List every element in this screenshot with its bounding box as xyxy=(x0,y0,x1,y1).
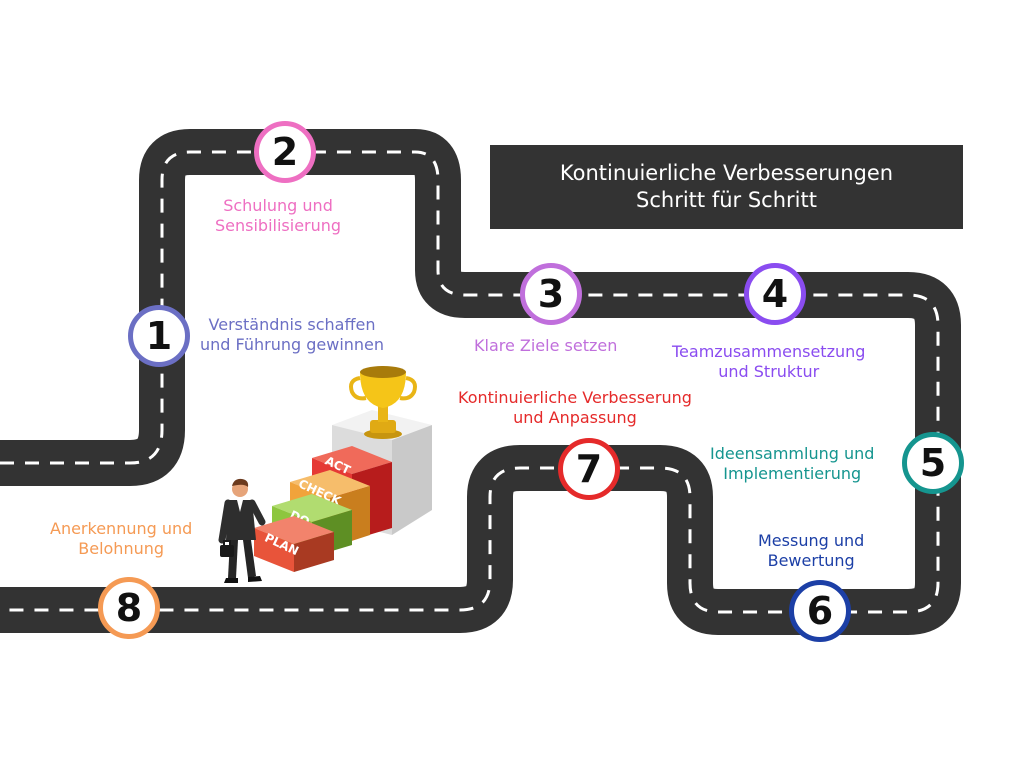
step-2-label: Schulung und Sensibilisierung xyxy=(215,196,341,236)
step-5-label: Ideensammlung und Implementierung xyxy=(710,444,874,484)
step-7-label-line-2: und Anpassung xyxy=(513,408,637,427)
title-box: Kontinuierliche Verbesserungen Schritt f… xyxy=(490,145,963,229)
step-2-marker: 2 xyxy=(254,121,316,183)
step-3-label-line-1: Klare Ziele setzen xyxy=(474,336,618,355)
step-7-number: 7 xyxy=(575,447,603,491)
step-4-label-line-1: Teamzusammensetzung xyxy=(672,342,866,361)
step-4-label-line-2: und Struktur xyxy=(718,362,820,381)
step-8-label-line-2: Belohnung xyxy=(78,539,165,558)
step-8-label: Anerkennung und Belohnung xyxy=(50,519,192,559)
step-4-label: Teamzusammensetzung und Struktur xyxy=(672,342,865,382)
step-2-label-line-1: Schulung und xyxy=(223,196,333,215)
step-4-number: 4 xyxy=(761,272,789,316)
step-1-number: 1 xyxy=(145,314,173,358)
step-6-marker: 6 xyxy=(789,580,851,642)
step-1-label-line-1: Verständnis schaffen xyxy=(208,315,376,334)
step-7-marker: 7 xyxy=(558,438,620,500)
step-6-label: Messung und Bewertung xyxy=(758,531,864,571)
step-3-marker: 3 xyxy=(520,263,582,325)
pdca-stairs: ACT CHECK DO PLAN xyxy=(254,446,392,572)
briefcase-icon xyxy=(220,540,234,557)
step-1-label-line-2: und Führung gewinnen xyxy=(200,335,385,354)
step-3-number: 3 xyxy=(537,272,565,316)
step-6-number: 6 xyxy=(806,589,834,633)
step-6-label-line-1: Messung und xyxy=(758,531,865,550)
step-7-label: Kontinuierliche Verbesserung und Anpassu… xyxy=(458,388,692,428)
step-5-label-line-1: Ideensammlung und xyxy=(710,444,875,463)
step-8-number: 8 xyxy=(115,586,143,630)
step-3-label: Klare Ziele setzen xyxy=(474,336,617,356)
step-4-marker: 4 xyxy=(744,263,806,325)
step-1-marker: 1 xyxy=(128,305,190,367)
businessman-icon xyxy=(218,478,266,583)
step-5-number: 5 xyxy=(919,441,947,485)
title-line-2: Schritt für Schritt xyxy=(636,188,817,212)
step-8-marker: 8 xyxy=(98,577,160,639)
trophy-icon xyxy=(349,366,417,439)
step-8-label-line-1: Anerkennung und xyxy=(50,519,193,538)
step-5-marker: 5 xyxy=(902,432,964,494)
step-2-label-line-2: Sensibilisierung xyxy=(215,216,342,235)
step-6-label-line-2: Bewertung xyxy=(767,551,855,570)
step-7-label-line-1: Kontinuierliche Verbesserung xyxy=(458,388,692,407)
road-dashes xyxy=(0,150,940,614)
step-1-label: Verständnis schaffen und Führung gewinne… xyxy=(200,315,384,355)
step-5-label-line-2: Implementierung xyxy=(723,464,862,483)
stair-plan: PLAN xyxy=(254,516,334,572)
title-line-1: Kontinuierliche Verbesserungen xyxy=(559,161,894,185)
step-2-number: 2 xyxy=(271,130,299,174)
